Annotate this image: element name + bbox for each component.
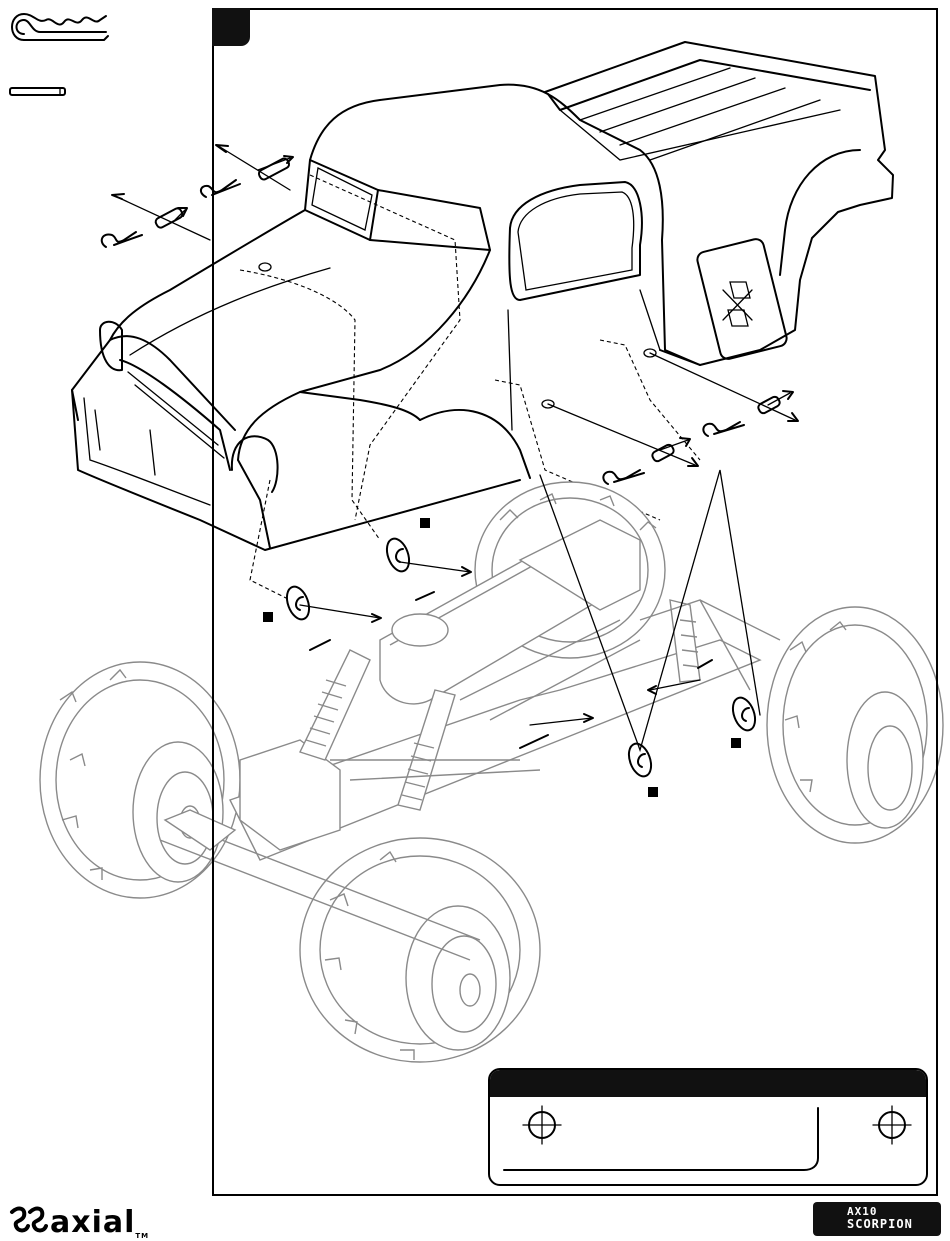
brand-logo-icon <box>8 1204 48 1236</box>
parts-panel-drawing <box>490 1070 928 1186</box>
trademark: TM <box>135 1232 149 1240</box>
step-frame <box>212 8 938 1196</box>
parts-panel <box>488 1068 928 1186</box>
step-number-tab <box>212 8 250 46</box>
parts-divider <box>504 1108 818 1170</box>
crosshair-icon <box>523 1106 561 1144</box>
model-badge: AX10 SCORPION <box>813 1202 941 1236</box>
crosshair-icon <box>873 1106 911 1144</box>
body-clip-icon <box>12 14 108 40</box>
brand-wordmark: axialTM <box>50 1205 149 1240</box>
model-line-2: SCORPION <box>847 1218 941 1231</box>
brand-name: axial <box>50 1205 135 1240</box>
body-pin-icon <box>10 88 65 95</box>
body-clip-icon <box>102 232 142 247</box>
